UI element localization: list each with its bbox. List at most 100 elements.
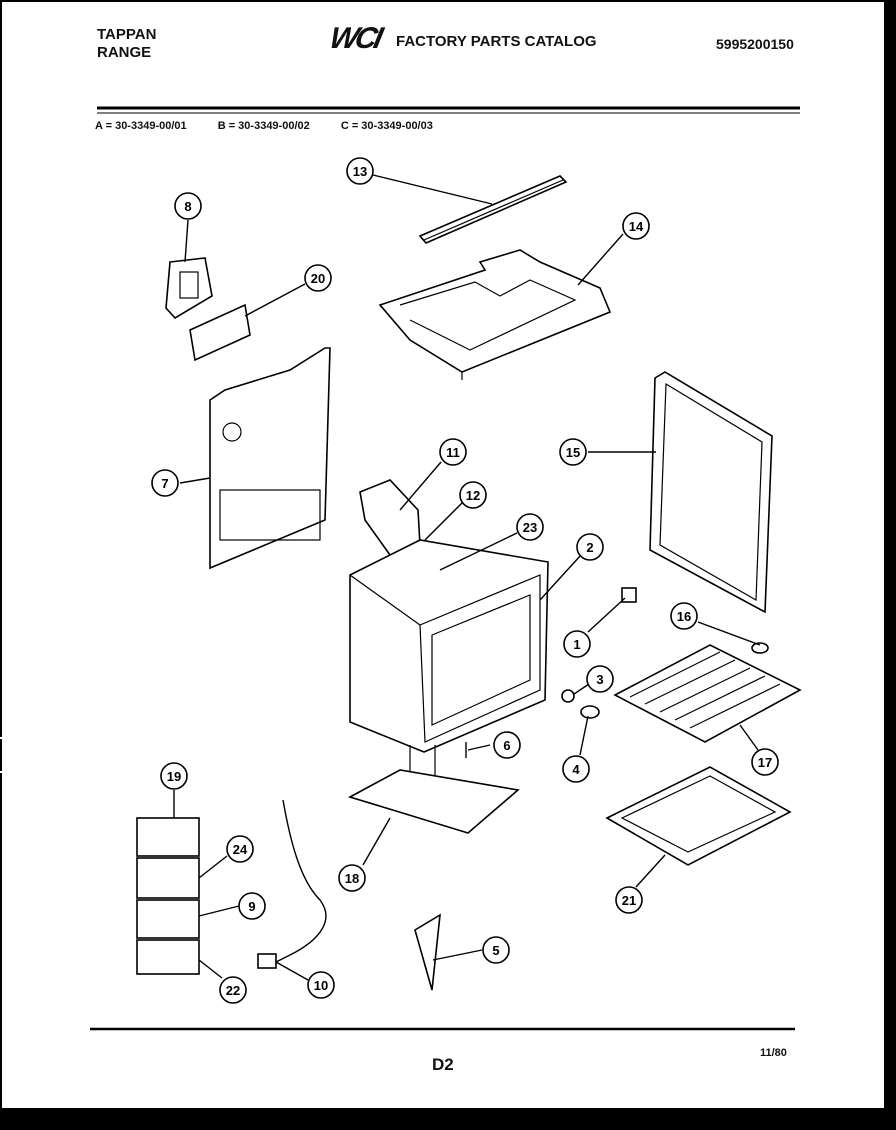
callout-number: 10 [314, 978, 328, 993]
part-7-back-panel [209, 347, 331, 570]
callout-circle [562, 755, 590, 783]
catalog-title: FACTORY PARTS CATALOG [396, 33, 597, 50]
callout-circle [576, 533, 604, 561]
callout-circle [439, 438, 467, 466]
callout-21: 21 [615, 886, 643, 914]
callout-circle [751, 748, 779, 776]
part-14-top-pan [378, 249, 612, 380]
callout-number: 24 [233, 842, 248, 857]
callout-number: 3 [596, 672, 603, 687]
callout-22: 22 [219, 976, 247, 1004]
callout-circle [670, 602, 698, 630]
callout-1: 1 [563, 630, 591, 658]
callout-number: 18 [345, 871, 359, 886]
catalog-date: 11/80 [760, 1047, 787, 1059]
callout-number: 9 [248, 899, 255, 914]
part-5-valve [414, 913, 441, 991]
callout-number: 16 [677, 609, 691, 624]
callout-number: 23 [523, 520, 537, 535]
callout-number: 1 [573, 637, 580, 652]
callout-circle [615, 886, 643, 914]
part-8-bracket [165, 257, 213, 320]
callout-circle [586, 665, 614, 693]
model-list: A = 30-3349-00/01 B = 30-3349-00/02 C = … [95, 120, 461, 132]
model-a: A = 30-3349-00/01 [95, 120, 187, 132]
callout-number: 22 [226, 983, 240, 998]
callout-number: 7 [161, 476, 168, 491]
callout-number: 12 [466, 488, 480, 503]
part-1-clip [621, 587, 637, 603]
part-4-knob [580, 705, 600, 719]
callout-number: 14 [629, 219, 644, 234]
callout-10: 10 [307, 971, 335, 999]
callout-3: 3 [586, 665, 614, 693]
part-21-broiler-pan [605, 766, 792, 866]
part-17-oven-rack [613, 644, 802, 743]
leader-lines [173, 174, 761, 981]
callout-circle [338, 864, 366, 892]
part-13-trim-strip [418, 175, 568, 244]
callout-8: 8 [174, 192, 202, 220]
callout-14: 14 [622, 212, 650, 240]
callout-12: 12 [459, 481, 487, 509]
callout-circle [563, 630, 591, 658]
callout-number: 6 [503, 738, 510, 753]
callout-circle [307, 971, 335, 999]
callout-circle [304, 264, 332, 292]
callout-circle [482, 936, 510, 964]
callout-number: 4 [572, 762, 580, 777]
callout-circle [174, 192, 202, 220]
part-2-oven-body [349, 539, 549, 780]
catalog-part-number: 5995200150 [716, 36, 794, 52]
callout-17: 17 [751, 748, 779, 776]
callout-9: 9 [238, 892, 266, 920]
brand-label: TAPPAN RANGE [97, 26, 156, 62]
callout-circle [346, 157, 374, 185]
model-b: B = 30-3349-00/02 [217, 120, 310, 132]
callout-circle [493, 731, 521, 759]
callout-number: 20 [311, 271, 325, 286]
brand-line-2: RANGE [97, 44, 152, 61]
brand-line-1: TAPPAN [97, 26, 157, 43]
callout-number: 8 [184, 199, 191, 214]
callout-7: 7 [151, 469, 179, 497]
callout-number: 11 [446, 445, 460, 460]
part-18-bottom-panel [347, 769, 520, 834]
part-15-side-panel [649, 371, 773, 614]
callout-20: 20 [304, 264, 332, 292]
part-16-leveler-foot [751, 642, 769, 654]
callout-number: 21 [622, 893, 636, 908]
callout-5: 5 [482, 936, 510, 964]
page-label: D2 [432, 1055, 454, 1074]
callout-15: 15 [559, 438, 587, 466]
callout-circle [151, 469, 179, 497]
callout-circle [459, 481, 487, 509]
callout-circle [622, 212, 650, 240]
hardware-boxes [136, 817, 200, 975]
callout-number: 5 [492, 943, 499, 958]
callout-2: 2 [576, 533, 604, 561]
callout-circle [226, 835, 254, 863]
callout-18: 18 [338, 864, 366, 892]
callout-23: 23 [516, 513, 544, 541]
callout-13: 13 [346, 157, 374, 185]
part-3-grommet [561, 689, 575, 703]
callout-number: 15 [566, 445, 580, 460]
callout-number: 13 [353, 164, 367, 179]
callout-circle [516, 513, 544, 541]
part-20-plate [189, 303, 251, 362]
model-c: C = 30-3349-00/03 [340, 120, 433, 132]
callout-circle [238, 892, 266, 920]
callout-16: 16 [670, 602, 698, 630]
callout-circle [559, 438, 587, 466]
callout-19: 19 [160, 762, 188, 790]
callout-number: 19 [167, 769, 181, 784]
part-10-power-cord [257, 799, 327, 969]
callout-number: 17 [758, 755, 772, 770]
callout-6: 6 [493, 731, 521, 759]
callout-11: 11 [439, 438, 467, 466]
callout-24: 24 [226, 835, 254, 863]
callout-number: 2 [586, 540, 593, 555]
